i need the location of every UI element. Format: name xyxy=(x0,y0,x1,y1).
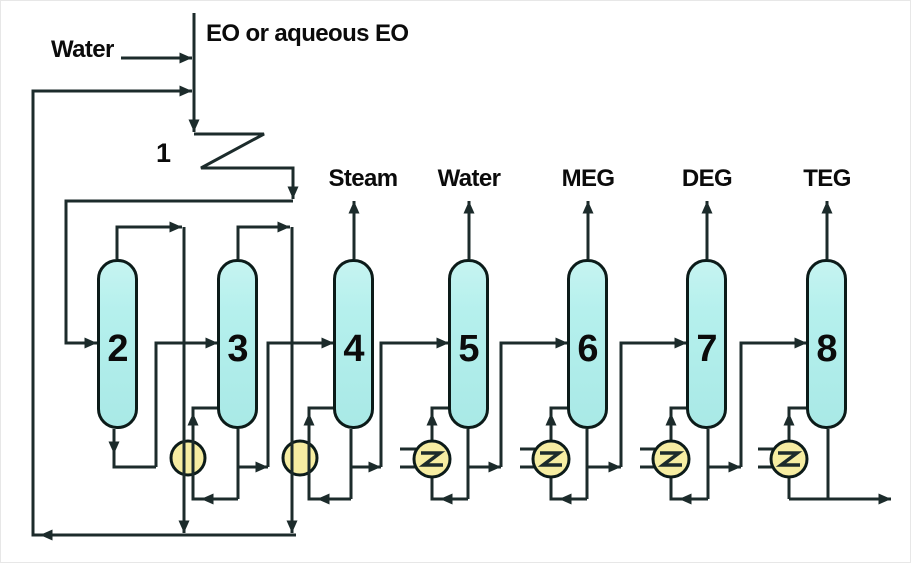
column-2-vessel: 2 xyxy=(97,259,138,429)
column-7-vessel: 7 xyxy=(686,259,727,429)
process-piping xyxy=(31,13,891,541)
product-label-deg: DEG xyxy=(681,165,733,192)
column-3-vessel: 3 xyxy=(217,259,258,429)
reboiler-heat-exchangers xyxy=(400,439,809,479)
reactor-label: 1 xyxy=(156,138,171,168)
heater-zigzag-icon xyxy=(657,451,685,467)
product-label-teg: TEG xyxy=(803,165,851,192)
water-feed-label: Water xyxy=(51,36,114,63)
column-8-vessel: 8 xyxy=(806,259,847,429)
reboiler-circle-3 xyxy=(169,439,207,477)
column-6-vessel: 6 xyxy=(567,259,608,429)
column-8-label: 8 xyxy=(816,328,837,370)
product-label-water: Water xyxy=(437,165,501,192)
column-7-label: 7 xyxy=(696,328,717,370)
product-label-steam: Steam xyxy=(328,165,398,192)
column-4-label: 4 xyxy=(343,328,364,370)
column-3-label: 3 xyxy=(227,328,248,370)
product-label-meg: MEG xyxy=(561,165,615,192)
column-2-label: 2 xyxy=(107,328,128,370)
column-4-vessel: 4 xyxy=(333,259,374,429)
heater-zigzag-icon xyxy=(537,451,565,467)
reboiler-circle-4 xyxy=(281,439,319,477)
column-6-label: 6 xyxy=(577,328,598,370)
column-5-label: 5 xyxy=(458,328,479,370)
heater-zigzag-icon xyxy=(418,451,446,467)
column-5-vessel: 5 xyxy=(448,259,489,429)
heater-zigzag-icon xyxy=(775,451,803,467)
eo-feed-label: EO or aqueous EO xyxy=(206,20,409,47)
